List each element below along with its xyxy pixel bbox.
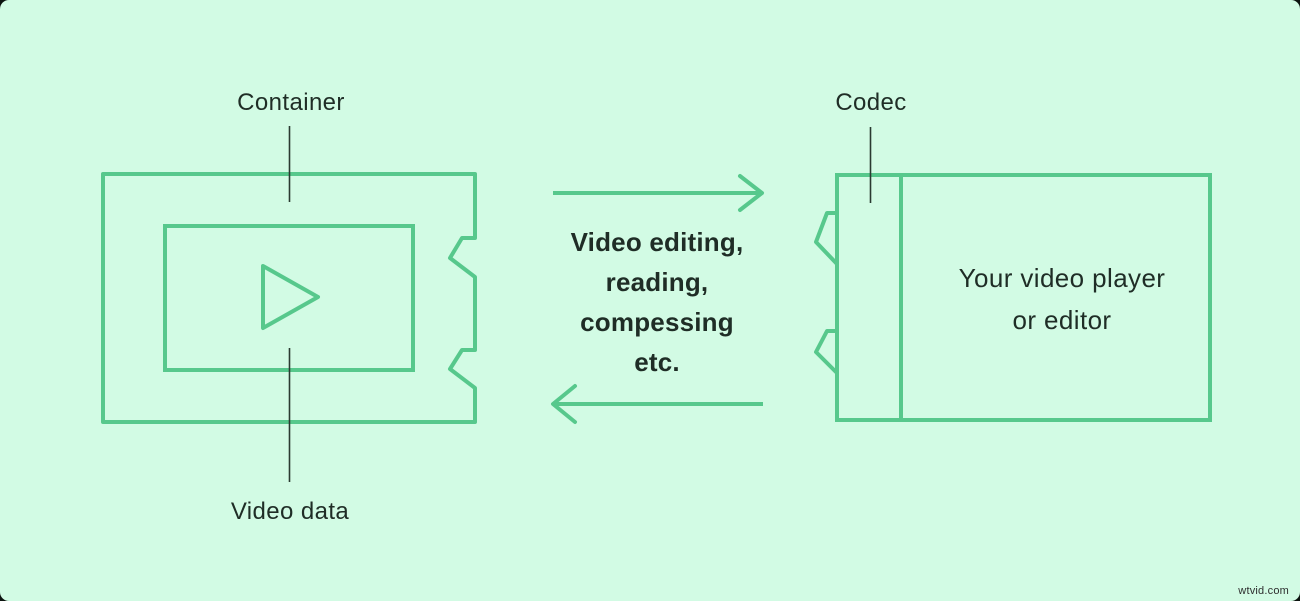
player-text: Your video player or editor <box>959 257 1166 341</box>
process-line-4: etc. <box>634 347 680 377</box>
player-line-2: or editor <box>1012 305 1112 335</box>
codec-strip <box>814 173 903 422</box>
play-icon <box>261 264 320 330</box>
codec-box <box>814 173 1212 422</box>
container-outline <box>101 172 477 424</box>
player-line-1: Your video player <box>958 263 1166 293</box>
process-line-3: compessing <box>580 307 734 337</box>
watermark: wtvid.com <box>1238 585 1289 597</box>
arrow-left-icon <box>551 384 763 424</box>
process-line-1: Video editing, <box>570 227 744 257</box>
container-label: Container <box>237 89 345 116</box>
arrow-right-icon <box>553 174 764 212</box>
codec-label: Codec <box>835 89 907 116</box>
process-line-2: reading, <box>605 267 709 297</box>
video-data-label: Video data <box>230 498 350 525</box>
process-text: Video editing, reading, compessing etc. <box>571 222 744 382</box>
